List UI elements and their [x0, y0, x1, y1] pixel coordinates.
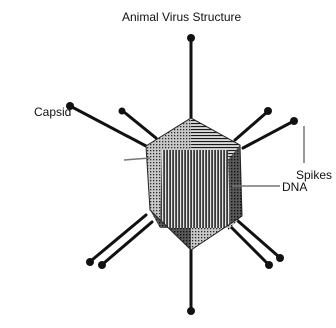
diagram-title: Animal Virus Structure — [122, 10, 241, 24]
spike-lower-left-1 — [92, 215, 146, 260]
dna-label: DNA — [282, 180, 307, 194]
capsid-leader — [124, 158, 150, 160]
capsid-body — [146, 118, 242, 250]
spike-upper-left-2 — [124, 112, 156, 138]
spike-upper-right-1 — [235, 113, 266, 140]
spike-upper-left-1 — [72, 107, 146, 146]
capsid-label: Capsid — [34, 105, 71, 119]
